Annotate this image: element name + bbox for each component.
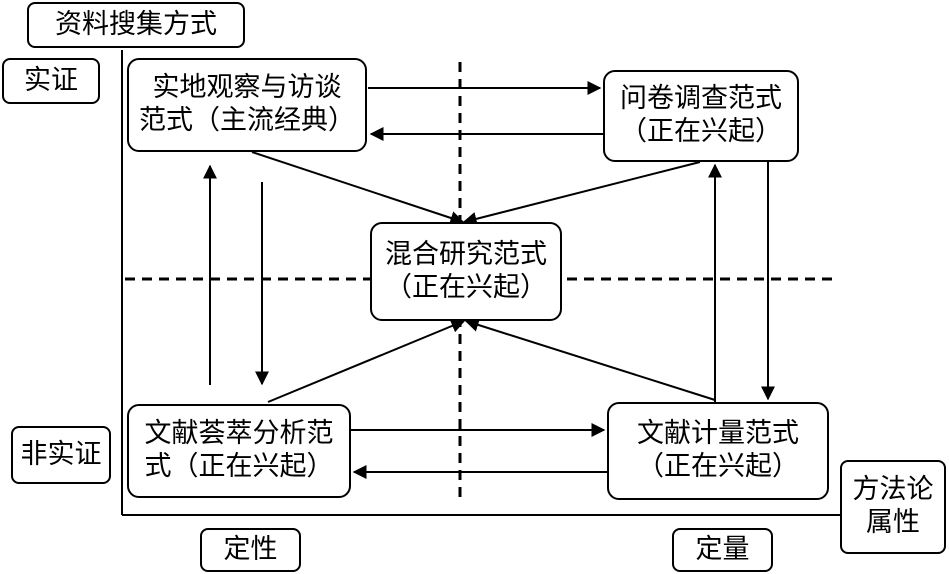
y-axis-bottom-label: 非实证 [11, 426, 111, 484]
x-axis-right-label: 定量 [672, 528, 773, 572]
corner-title: 资料搜集方式 [27, 2, 245, 48]
node-literature-review: 文献荟萃分析范 式（正在兴起） [127, 404, 351, 498]
arrow-review-to-mixed [267, 319, 466, 403]
y-axis-top-label: 实证 [2, 58, 100, 104]
node-bibliometric: 文献计量范式 （正在兴起） [607, 402, 829, 500]
x-axis-name: 方法论 属性 [840, 460, 946, 554]
arrow-survey-to-mixed [462, 161, 701, 226]
node-survey: 问卷调查范式 （正在兴起） [603, 70, 799, 162]
node-mixed-methods: 混合研究范式 （正在兴起） [370, 222, 562, 321]
x-axis-left-label: 定性 [200, 528, 301, 572]
arrow-biblio-to-mixed [464, 318, 716, 401]
node-field-observation: 实地观察与访谈 范式（主流经典） [127, 58, 367, 152]
arrow-field-to-mixed [251, 151, 465, 225]
